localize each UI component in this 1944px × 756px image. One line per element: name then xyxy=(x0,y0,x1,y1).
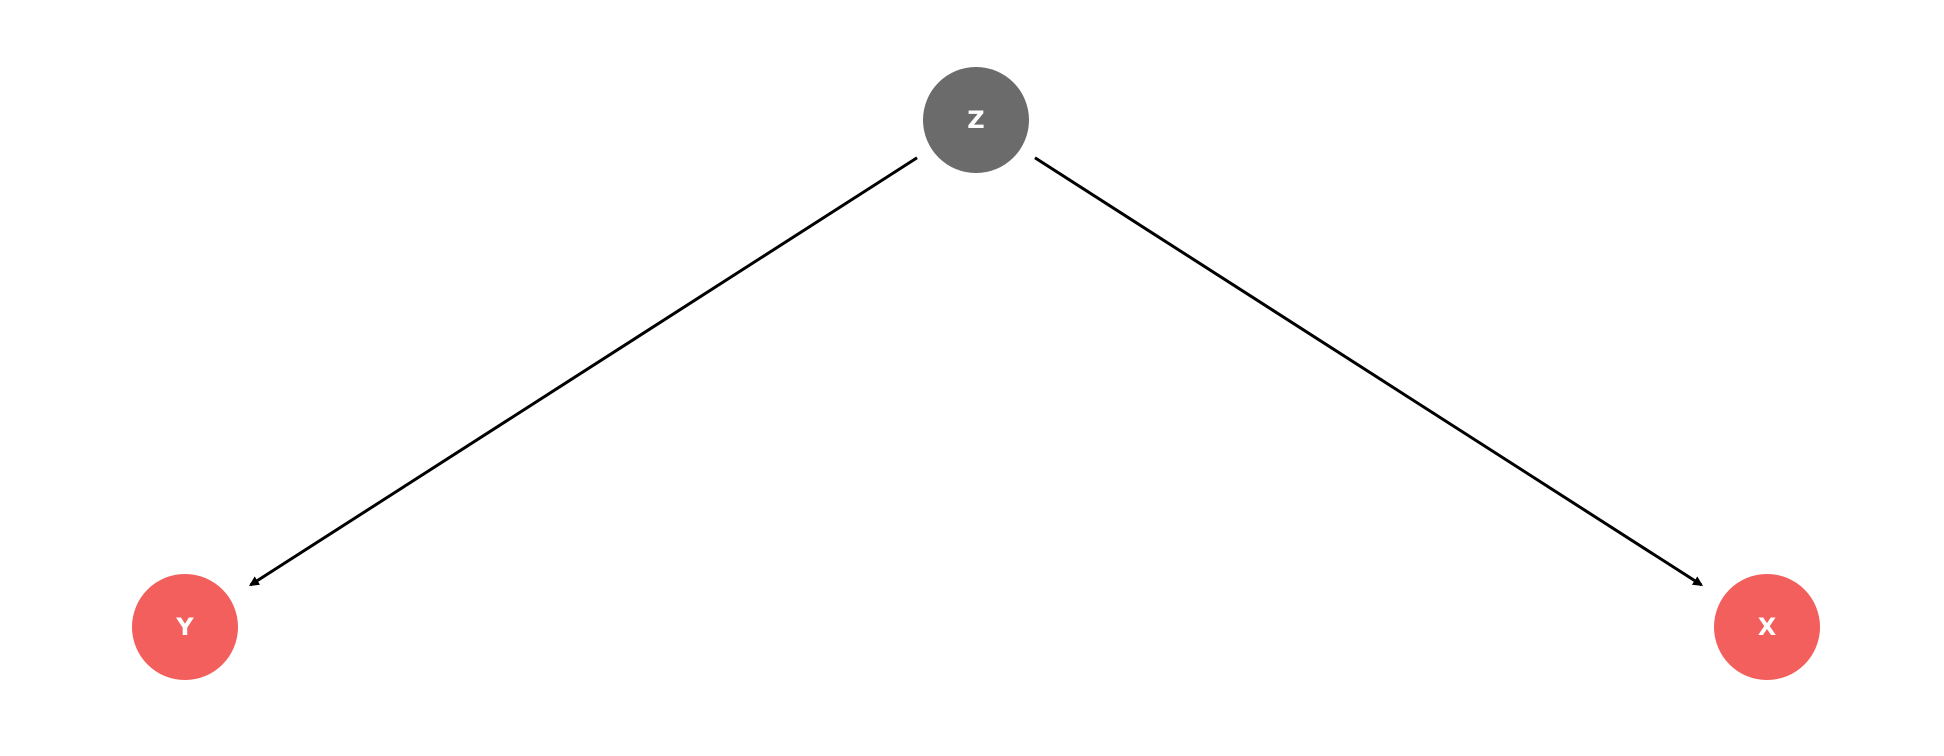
node-x-label: X xyxy=(1758,613,1777,641)
node-z: Z xyxy=(923,67,1029,173)
node-x: X xyxy=(1714,574,1820,680)
nodes-layer: Z Y X xyxy=(132,67,1820,680)
edge-z-to-x xyxy=(1034,156,1704,587)
node-y-circle xyxy=(132,574,238,680)
edge-z-to-y xyxy=(248,156,918,587)
node-y: Y xyxy=(132,574,238,680)
node-z-label: Z xyxy=(967,106,984,134)
node-x-circle xyxy=(1714,574,1820,680)
node-y-label: Y xyxy=(175,613,194,641)
edges-layer xyxy=(248,156,1704,587)
node-z-circle xyxy=(923,67,1029,173)
